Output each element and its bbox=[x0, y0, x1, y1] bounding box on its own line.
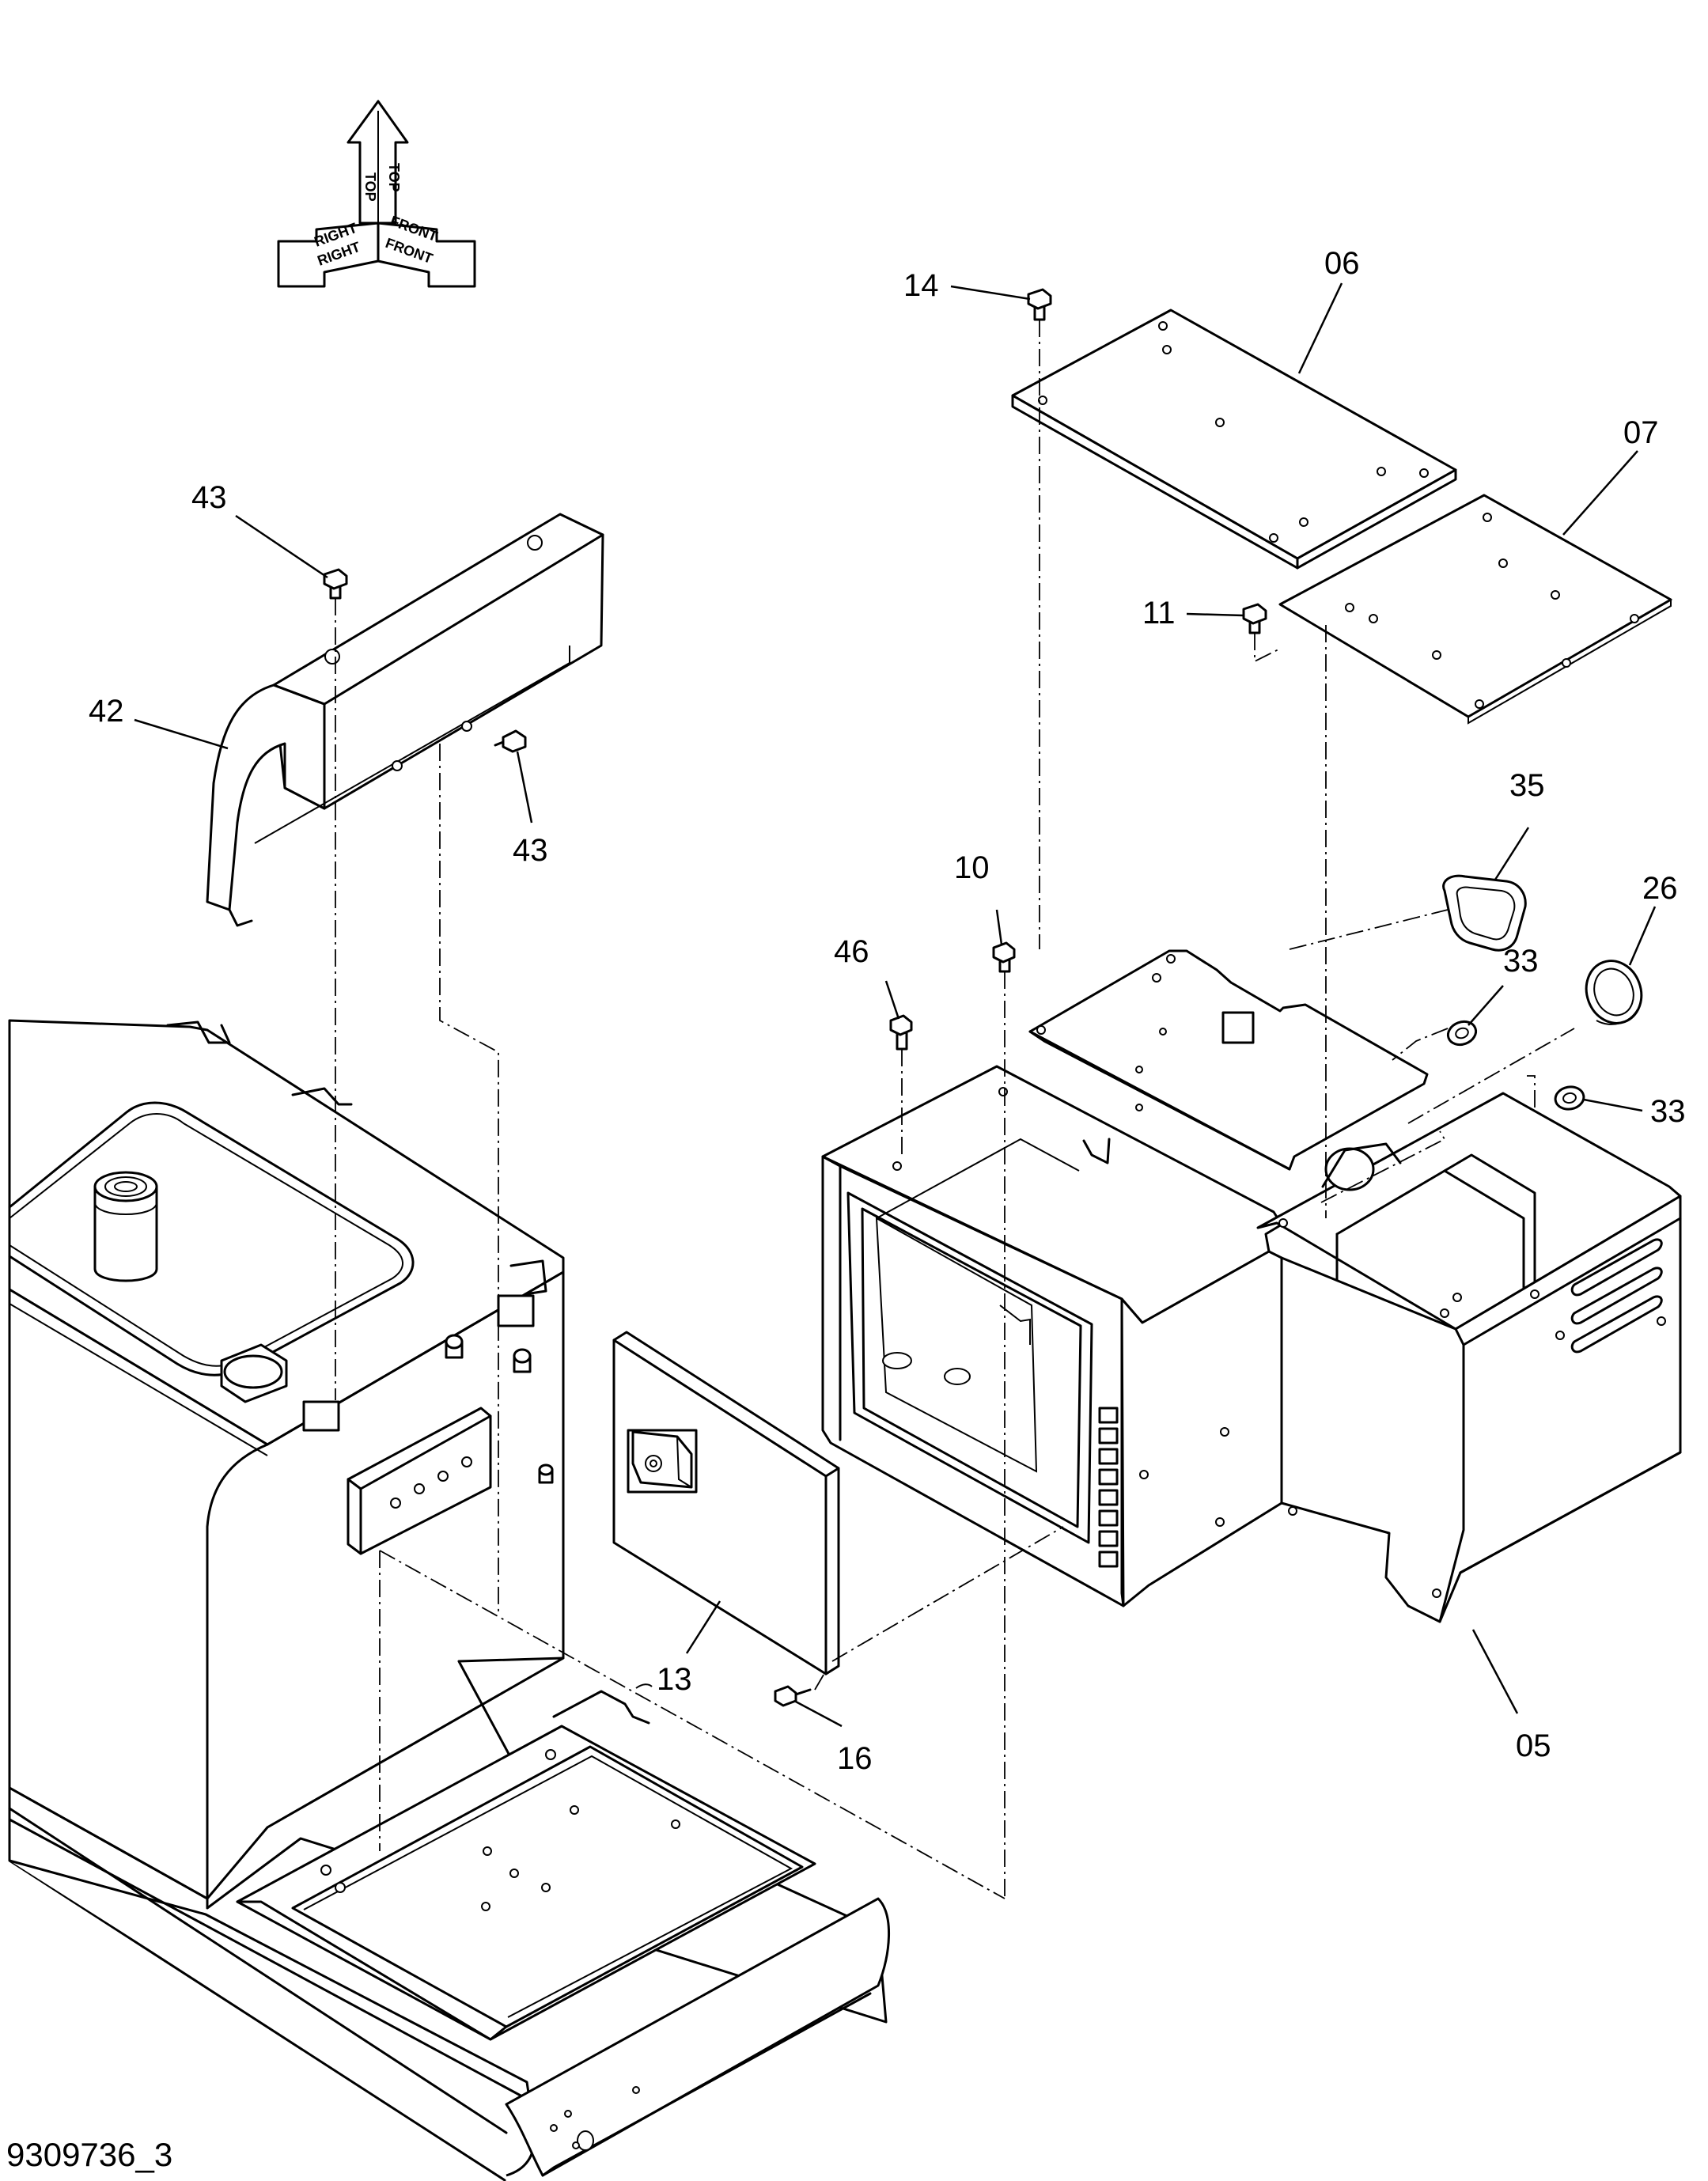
main-box bbox=[821, 949, 1682, 1623]
bolt-43-side bbox=[494, 729, 527, 753]
bolt-14 bbox=[1027, 288, 1052, 321]
drawing-number: 9309736_3 bbox=[6, 2136, 172, 2173]
bolt-16 bbox=[774, 1685, 812, 1707]
callout-26: 26 bbox=[1642, 871, 1678, 906]
callout-14: 14 bbox=[903, 268, 939, 303]
callout-43-top: 43 bbox=[191, 480, 227, 515]
part-42-curved-cover bbox=[206, 513, 604, 927]
part-33-grommet-a bbox=[1446, 1020, 1478, 1047]
battery-tray bbox=[236, 1725, 816, 2041]
part-07-plate bbox=[1278, 494, 1672, 725]
rail-bracket bbox=[347, 1407, 492, 1555]
vent-grid bbox=[1098, 1407, 1119, 1568]
leader-lines bbox=[134, 282, 1657, 1728]
callout-11: 11 bbox=[1142, 596, 1176, 630]
callout-10: 10 bbox=[954, 850, 990, 885]
part-35-gasket bbox=[1442, 874, 1527, 952]
bolt-46 bbox=[889, 1014, 913, 1051]
orientation-indicator: TOP TOP RIGHT RIGHT FRONT FRONT bbox=[277, 100, 476, 288]
tank-body bbox=[8, 1019, 890, 2181]
callout-07: 07 bbox=[1623, 415, 1659, 450]
part-13-door bbox=[612, 1331, 840, 1676]
part-06-cover-plate bbox=[1011, 309, 1457, 570]
top-arrow-label: TOP bbox=[362, 172, 378, 202]
callout-06: 06 bbox=[1324, 246, 1360, 281]
callout-46: 46 bbox=[834, 934, 869, 969]
callout-35: 35 bbox=[1509, 768, 1545, 803]
callout-05: 05 bbox=[1516, 1729, 1551, 1763]
callout-13: 13 bbox=[657, 1662, 692, 1697]
callout-42: 42 bbox=[89, 694, 124, 729]
callout-43-side: 43 bbox=[513, 833, 548, 868]
assembly-lines bbox=[335, 320, 1575, 1899]
callout-16: 16 bbox=[837, 1741, 873, 1776]
callout-33-lower: 33 bbox=[1650, 1094, 1686, 1129]
bolt-43-top bbox=[323, 568, 348, 600]
callout-33-upper: 33 bbox=[1503, 944, 1539, 979]
top-arrow-label-2: TOP bbox=[386, 163, 402, 192]
callout-labels: 14 06 07 11 43 42 43 35 26 10 46 33 33 1… bbox=[89, 246, 1686, 1776]
part-33-grommet-b bbox=[1554, 1085, 1585, 1111]
bolt-10 bbox=[992, 941, 1016, 973]
bolt-11 bbox=[1242, 603, 1267, 634]
part-26-grommet bbox=[1585, 960, 1643, 1025]
